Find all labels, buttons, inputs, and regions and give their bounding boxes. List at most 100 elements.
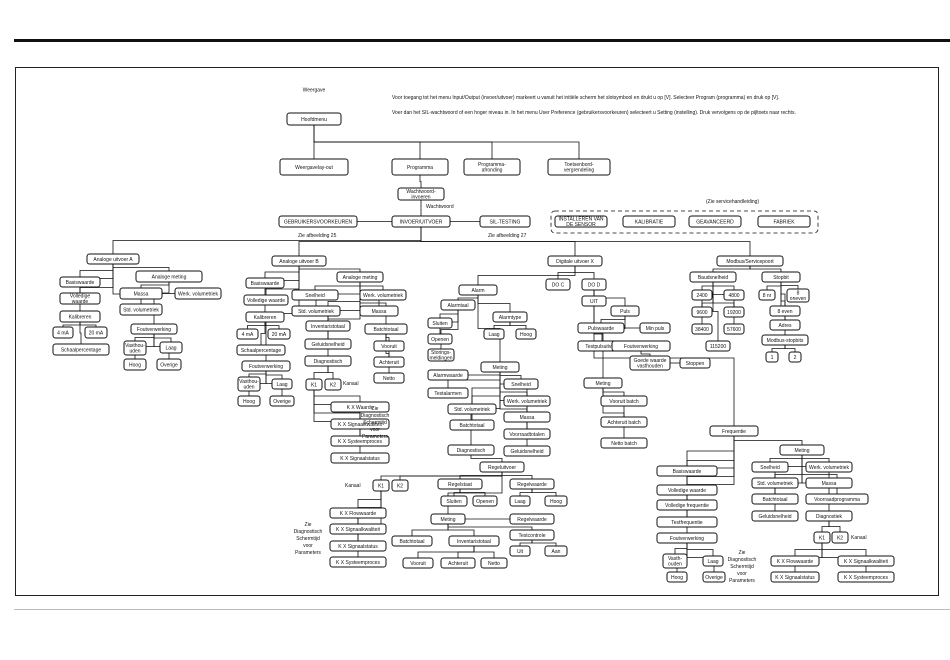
fig27-note: Zie afbeelding 27 — [488, 233, 527, 239]
node-box-geavanceerd — [688, 215, 742, 228]
node-box-m_alarmtype — [492, 311, 528, 323]
node-m_werk: Werk. volumetriek — [503, 395, 551, 407]
svg-text:Parameters: Parameters — [729, 578, 755, 584]
node-box-x_fout — [611, 340, 671, 352]
edge-f_fout-f_laag — [686, 543, 714, 556]
edge-mod_baud-mod_4800 — [712, 282, 735, 290]
node-wachtwoordbox: Wachtwoord-invoeren — [397, 187, 445, 201]
node-m_openen: Openen — [427, 333, 453, 345]
node-box-mod_1 — [765, 351, 779, 363]
node-a_analoog: Analoge meting — [135, 270, 203, 283]
node-label-x_testpuls: Testpulsuitvoer — [585, 344, 619, 350]
node-box-progafronding — [463, 158, 521, 176]
node-mod_2400: 2400 — [691, 289, 713, 301]
node-box-c_flow — [329, 507, 387, 519]
node-m_massa: Massa — [503, 411, 551, 423]
node-b_basis: Basiswaarde — [245, 277, 285, 289]
node-box-a_schaal — [52, 343, 110, 356]
edge-m_alarmtype-m_hoog — [509, 322, 527, 329]
node-label-a_analoog: Analoge meting — [152, 274, 187, 280]
node-mod_9600: 9600 — [691, 306, 713, 318]
edge-b_fout-b_laag — [265, 371, 283, 379]
node-f_fout: Foutverwerking — [656, 532, 718, 544]
node-label-b_schaal: Schaalpercentage — [241, 348, 282, 354]
node-f_meting: Meting — [779, 444, 825, 456]
node-box-a_werk — [174, 287, 222, 300]
node-m_laag: Laag — [483, 328, 505, 340]
node-box-f_hoog — [666, 571, 688, 583]
node-box-hoofdmenu — [286, 112, 342, 126]
node-kalibratie: KALIBRATIE — [622, 215, 676, 228]
edge-mod_baud-mod_2400 — [701, 282, 714, 290]
node-box-r_uit — [509, 545, 531, 557]
password-label: Wachtwoord — [426, 204, 454, 210]
node-box-r_laag — [509, 495, 531, 507]
node-box-a_overige — [156, 358, 182, 371]
node-label-weergavelay: Weergavelay-out — [295, 165, 333, 171]
edge-r_testcontrole-r_aan — [531, 540, 557, 546]
node-box-a_4ma — [52, 326, 74, 339]
node-a_fout: Foutverwerking — [130, 323, 178, 335]
node-toetsenbord: Toetsenbord-vergrendeling — [547, 158, 611, 176]
node-f_flow: K X Flowwaarde — [770, 555, 820, 567]
node-label-r_achteruit: Achteruit — [448, 561, 468, 567]
node-label-a_volledig: Volledige — [70, 294, 91, 300]
node-invoer: INVOER/UITVOER — [391, 215, 451, 228]
node-b_kxwaarde: K X Waarde — [330, 401, 390, 413]
node-label-r_testcontrole: Testcontrole — [519, 533, 546, 539]
node-label-b_overige: Overige — [273, 399, 291, 405]
node-box-mod_115200 — [705, 340, 731, 352]
node-box-b_inventaris — [305, 320, 351, 332]
edge-b_uitvoer-b_basis — [264, 266, 300, 278]
node-box-b_werk — [359, 289, 407, 301]
svg-text:Parameters: Parameters — [362, 434, 388, 440]
node-box-b_kxsignaal — [330, 418, 390, 430]
node-r_meting: Meting — [430, 513, 466, 525]
node-label-r_sluiten: Sluiten — [446, 499, 462, 505]
edge-f_frequentie-f_meting — [733, 436, 803, 445]
node-box-r_batch — [391, 535, 433, 547]
node-box-m_laag — [483, 328, 505, 340]
node-box-b_geluid — [304, 338, 352, 350]
node-b_kxstatus: K X Signaalstatus — [330, 452, 390, 464]
node-box-b_vooruit — [373, 340, 405, 352]
node-b_overige: Overige — [269, 395, 295, 407]
node-label-b_vasthouden: uden — [243, 385, 254, 391]
node-f_diagnos: Diagnostiek — [805, 510, 853, 522]
svg-text:Schermtijd: Schermtijd — [363, 420, 387, 426]
node-box-f_flow — [770, 555, 820, 567]
node-label-x_goede: vasthouden — [637, 364, 663, 370]
node-label-fabriek: FABRIEK — [773, 219, 795, 225]
edge-invoer-a_uitvoer — [112, 227, 422, 254]
node-label-a_volledig: waarde — [72, 299, 89, 305]
node-box-b_netto — [373, 372, 405, 384]
node-a_uitvoer: Analoge uitvoer A — [86, 253, 140, 265]
node-label-f_volledig: Volledige waarde — [668, 488, 706, 494]
node-f_systeem: K X Systeemproces — [837, 571, 895, 583]
edge-hoofdmenu-toetsenbord — [313, 125, 580, 159]
node-mod_19200: 19200 — [723, 306, 745, 318]
node-r_vooruit: Vooruit — [402, 557, 434, 569]
node-box-siltesting — [479, 215, 531, 228]
node-label-progafronding: Programma- — [478, 162, 506, 168]
node-label-b_analoog: Analoge meting — [343, 275, 378, 281]
node-label-f_diagnos: Diagnostiek — [816, 514, 843, 520]
node-box-invoer — [391, 215, 451, 228]
node-label-a_fout: Foutverwerking — [137, 327, 171, 333]
node-box-x_goede — [629, 355, 671, 371]
node-r_netto: Netto — [480, 557, 508, 569]
node-box-f_k1 — [813, 531, 831, 544]
node-b_laag: Laag — [271, 378, 293, 390]
node-r_regelwaarde2: Regelwaarde — [509, 513, 555, 525]
svg-text:voor: voor — [737, 571, 747, 577]
node-box-m_meting — [480, 361, 520, 373]
node-label-r_vooruit: Vooruit — [410, 561, 426, 567]
node-label-m_voorraad: Voorraadtotalen — [509, 432, 545, 438]
node-x_meting: Meting — [583, 377, 623, 389]
node-label-f_meting: Meting — [794, 448, 809, 454]
node-f_overige: Overige — [702, 571, 726, 583]
node-b_k2: K2 — [324, 378, 342, 391]
node-label-a_hoog: Hoog — [129, 362, 141, 368]
